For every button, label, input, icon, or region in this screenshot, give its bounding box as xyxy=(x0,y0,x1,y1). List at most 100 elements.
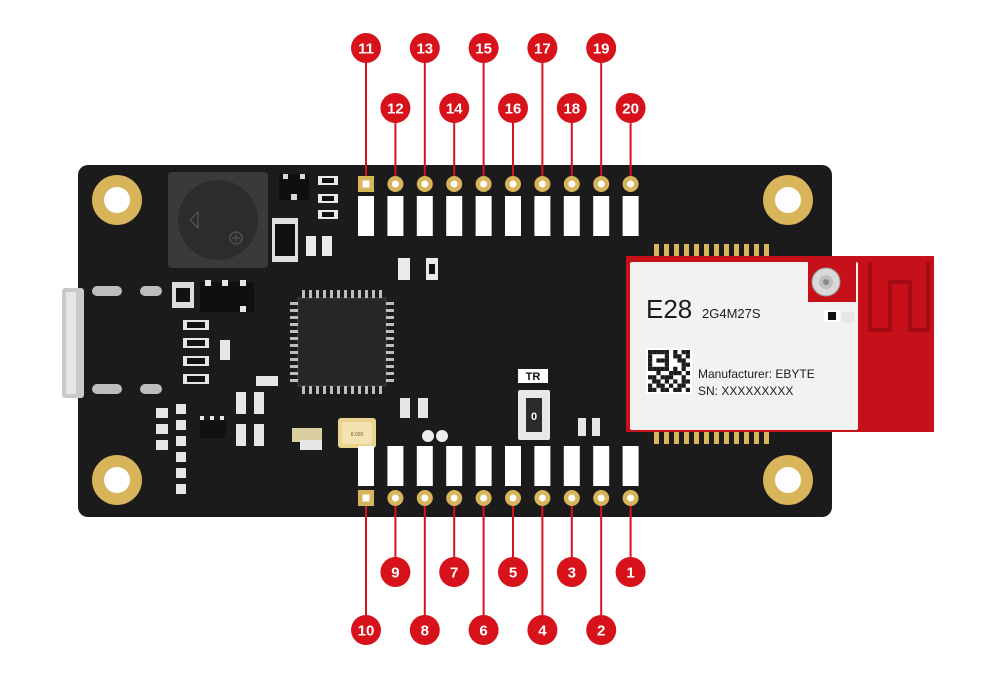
pin-label: DIO xyxy=(449,206,461,226)
pin-label: PB15 xyxy=(596,202,608,230)
mounting-hole-bottom-right xyxy=(763,455,813,505)
pin-12: 3.3V 12 xyxy=(380,93,411,236)
pin-label-box: TXD xyxy=(534,196,551,236)
pin-number: 2 xyxy=(597,623,605,640)
module-serial: SN: XXXXXXXXX xyxy=(698,384,793,398)
pin-label-box: GND xyxy=(475,196,492,236)
pin-label: +5V xyxy=(361,456,373,477)
pin-number-badge: 19 xyxy=(586,33,617,63)
pin-label: NC xyxy=(596,458,608,474)
pin-number: 3 xyxy=(568,565,576,582)
pin-label-box: CLK xyxy=(416,196,433,236)
bottom-components xyxy=(300,398,600,450)
pin-number-badge: 9 xyxy=(380,557,411,587)
tr-switch[interactable]: TR 0 xyxy=(518,369,550,440)
pin-number: 14 xyxy=(446,101,463,118)
tr-switch-value: 0 xyxy=(531,411,537,423)
pin-2: NC 2 xyxy=(586,446,617,645)
pin-number: 17 xyxy=(534,41,551,58)
pin-6: VBAT 6 xyxy=(468,446,499,645)
pin-number-badge: 12 xyxy=(380,93,411,123)
pin-label: GND xyxy=(479,204,491,229)
pin-number: 4 xyxy=(538,623,547,640)
pin-10: +5V 10 xyxy=(351,446,381,645)
pin-number-badge: 8 xyxy=(409,615,440,645)
pin-label-box: PB8 xyxy=(505,446,521,486)
pin-number: 6 xyxy=(479,623,487,640)
pin-label: PC13 xyxy=(449,452,461,480)
pin-number-badge: 10 xyxy=(351,615,381,645)
pin-number: 18 xyxy=(563,101,580,118)
pin-label-box: GND xyxy=(416,446,433,486)
pin-number-badge: 4 xyxy=(527,615,558,645)
pin-label: GND xyxy=(626,454,638,479)
pin-number: 12 xyxy=(387,101,404,118)
pin-number: 19 xyxy=(593,41,610,58)
pin-number-badge: 18 xyxy=(556,93,587,123)
pin-label-box: GND xyxy=(387,446,404,486)
mounting-hole-top-left xyxy=(92,175,142,225)
pin-label-box: 3.3V xyxy=(387,196,404,236)
pin-label-box: VBAT xyxy=(475,446,492,486)
tr-switch-label: TR xyxy=(526,371,541,383)
pin-7: PC13 7 xyxy=(439,446,470,587)
pin-number-badge: 3 xyxy=(556,557,587,587)
pin-number-badge: 2 xyxy=(586,615,617,645)
pin-number-badge: 14 xyxy=(439,93,470,123)
pin-number-badge: 1 xyxy=(615,557,646,587)
pin-label: NC xyxy=(567,458,579,474)
pin-label: GND xyxy=(420,454,432,479)
usb-connector xyxy=(62,286,162,398)
left-components xyxy=(156,280,322,494)
pin-label-box: NC xyxy=(563,446,580,486)
pin-label: GND xyxy=(390,454,402,479)
pin-number: 5 xyxy=(509,565,517,582)
pin-number: 7 xyxy=(450,565,458,582)
crystal-marking: 8.000 xyxy=(351,432,364,438)
pin-label-box: PB15 xyxy=(593,196,610,236)
pin-18: PA8 18 xyxy=(556,93,587,236)
pin-label: RXD xyxy=(508,204,520,227)
pin-label-box: +5V xyxy=(358,446,374,486)
pin-4: PA3 4 xyxy=(527,446,558,645)
pin-label-box: PA3 xyxy=(534,446,551,486)
pin-number: 11 xyxy=(358,41,374,58)
pin-label: TXD xyxy=(537,205,549,227)
mcu-chip xyxy=(290,290,394,394)
pin-number: 1 xyxy=(626,565,634,582)
pin-label: VBAT xyxy=(479,451,491,480)
pin-5: PB8 5 xyxy=(498,446,528,587)
module-manufacturer: Manufacturer: EBYTE xyxy=(698,367,815,381)
pin-label: PB14 xyxy=(626,202,638,230)
crystal-oscillator: 8.000 xyxy=(338,418,376,448)
pin-number: 9 xyxy=(391,565,399,582)
pin-number-badge: 7 xyxy=(439,557,470,587)
pin-label-box: PC13 xyxy=(446,446,463,486)
pin-label: PA8 xyxy=(567,206,579,227)
pin-number-badge: 17 xyxy=(527,33,558,63)
pin-number-badge: 11 xyxy=(351,33,381,63)
pin-number: 20 xyxy=(622,101,639,118)
module-model: 2G4M27S xyxy=(702,306,761,321)
pin-number-badge: 6 xyxy=(468,615,499,645)
pin-14: DIO 14 xyxy=(439,93,470,236)
pin-label-box: PA8 xyxy=(563,196,580,236)
pin-15: GND 15 xyxy=(468,33,499,236)
pin-label: PB8 xyxy=(508,455,520,476)
pin-label-box: PB14 xyxy=(622,196,639,236)
pin-label-box: GND xyxy=(358,196,374,236)
pin-label-box: NC xyxy=(593,446,610,486)
pin-number-badge: 5 xyxy=(498,557,528,587)
pin-label: CLK xyxy=(420,205,432,228)
pin-number: 15 xyxy=(475,41,492,58)
pin-label: 3.3V xyxy=(390,205,402,228)
pin-label-box: GND xyxy=(622,446,639,486)
pin-label-box: DIO xyxy=(446,196,463,236)
pin-number: 8 xyxy=(421,623,429,640)
mounting-hole-bottom-left xyxy=(92,455,142,505)
buzzer xyxy=(168,172,268,268)
pin-20: PB14 20 xyxy=(615,93,646,236)
